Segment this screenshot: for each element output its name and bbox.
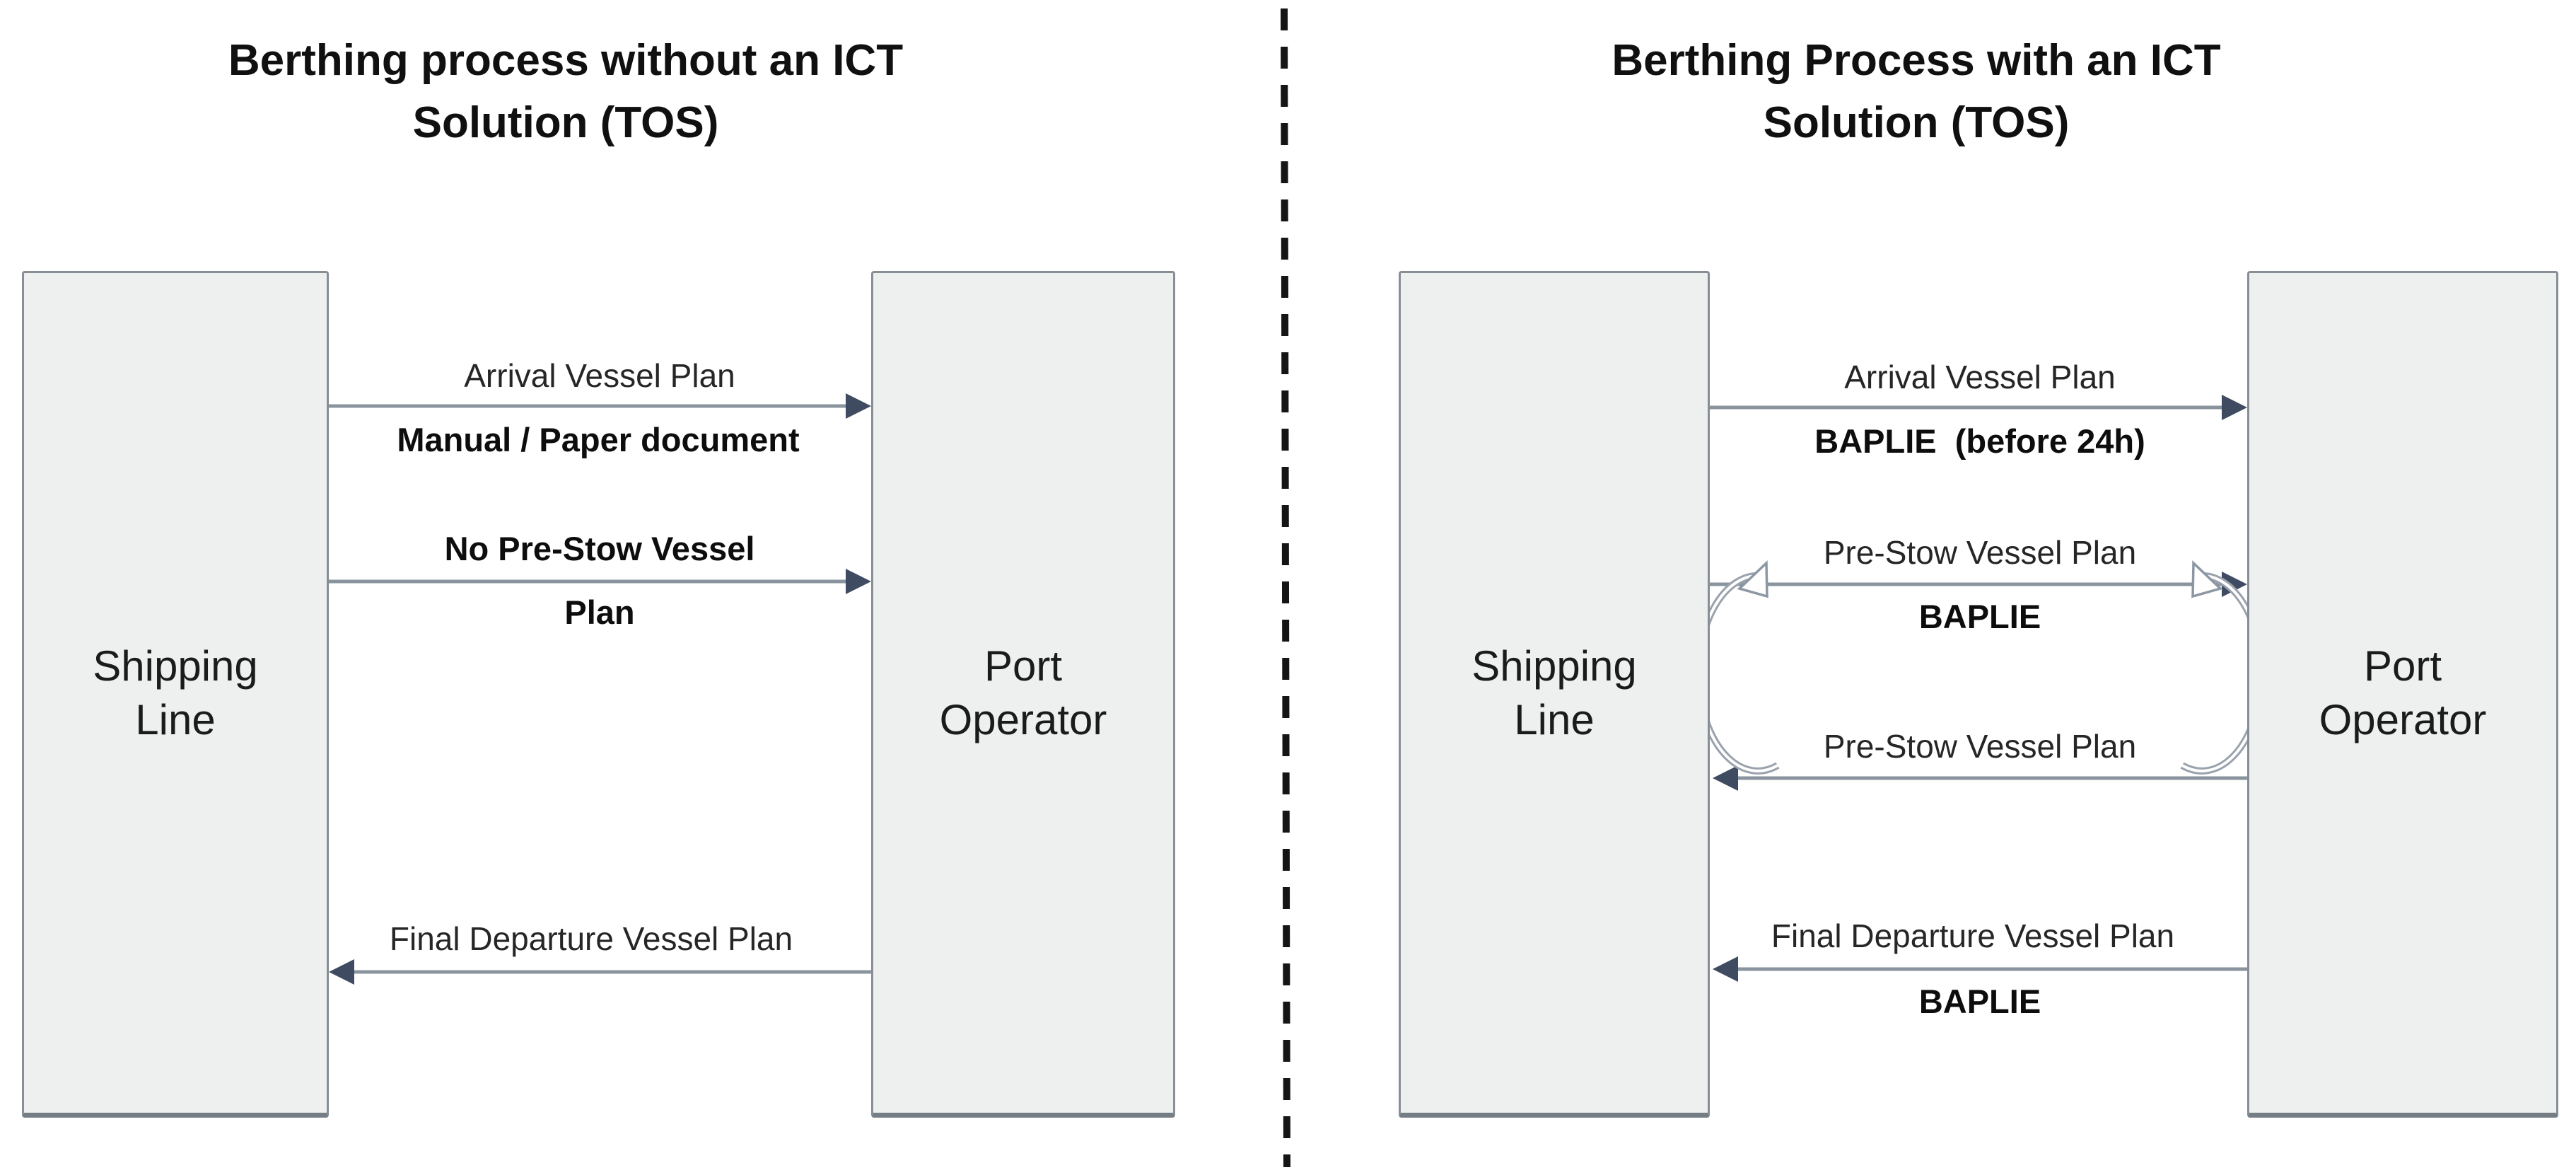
arrowhead-icon	[846, 569, 871, 594]
actor-label-line1: Port	[984, 642, 1063, 690]
actor-box-shipping-line: Shipping Line	[1399, 271, 1710, 1118]
panel-title-line2: Solution (TOS)	[412, 98, 719, 147]
message-label: Final Departure Vessel Plan	[1771, 917, 2175, 954]
arrowhead-icon	[1713, 956, 1738, 982]
actor-label-line2: Operator	[2319, 695, 2487, 743]
message-arrow-prestow-to-port	[1710, 572, 2247, 597]
actor-label-line2: Operator	[939, 695, 1107, 743]
panel-title-line1: Berthing process without an ICT	[228, 36, 904, 85]
message-label: Arrival Vessel Plan	[464, 357, 735, 394]
message-sublabel: Plan	[564, 593, 635, 631]
message-arrow-no-prestow-left	[329, 569, 871, 594]
actor-label-line1: Port	[2363, 642, 2442, 690]
message-arrow-arrival-left	[329, 393, 871, 419]
actor-label: Shipping Line	[93, 639, 258, 747]
arrowhead-icon	[2222, 572, 2247, 597]
message-arrow-final-departure-left	[329, 959, 871, 985]
message-label: Pre-Stow Vessel Plan	[1823, 534, 2137, 571]
message-label: Final Departure Vessel Plan	[389, 920, 793, 957]
message-sublabel: BAPLIE	[1918, 598, 2041, 635]
actor-box-port-operator: Port Operator	[871, 271, 1175, 1118]
message-label: No Pre-Stow Vessel	[444, 530, 755, 567]
message-label: Pre-Stow Vessel Plan	[1823, 728, 2137, 765]
message-sublabel: BAPLIE (before 24h)	[1814, 422, 2145, 460]
dashed-divider-line	[1281, 8, 1290, 1168]
actor-label-line2: Line	[135, 695, 216, 743]
message-arrow-final-departure-right	[1713, 956, 2247, 982]
actor-box-shipping-line: Shipping Line	[22, 271, 329, 1118]
actor-label: Shipping Line	[1471, 639, 1637, 747]
arrowhead-icon	[329, 959, 354, 985]
arrowhead-icon	[2222, 395, 2247, 420]
message-label: Arrival Vessel Plan	[1844, 359, 2116, 395]
actor-label-line1: Shipping	[93, 642, 258, 690]
message-sublabel: BAPLIE	[1918, 983, 2041, 1020]
message-arrow-prestow-to-shipping	[1713, 765, 2247, 791]
actor-label-line1: Shipping	[1471, 642, 1637, 690]
panel-title-line1: Berthing Process with an ICT	[1612, 36, 2221, 85]
panel-title: Berthing process without an ICT Solution…	[141, 30, 990, 154]
actor-box-port-operator: Port Operator	[2247, 271, 2558, 1118]
panel-title: Berthing Process with an ICT Solution (T…	[1492, 30, 2341, 154]
message-sublabel: Manual / Paper document	[397, 421, 800, 458]
arrowhead-icon	[1713, 765, 1738, 791]
actor-label: Port Operator	[940, 639, 1107, 747]
actor-label: Port Operator	[2319, 639, 2487, 747]
arrowhead-icon	[846, 393, 871, 419]
actor-label-line2: Line	[1514, 695, 1595, 743]
message-arrow-arrival-right	[1710, 395, 2247, 420]
loop-arrow-left-icon	[1695, 560, 1780, 775]
panel-title-line2: Solution (TOS)	[1763, 98, 2070, 147]
